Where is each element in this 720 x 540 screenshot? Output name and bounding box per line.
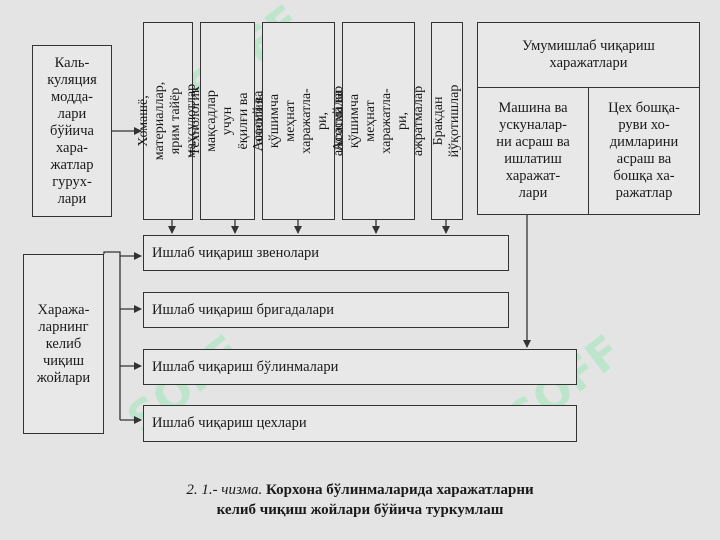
figure-number: 2. 1.- чизма. <box>186 482 263 498</box>
machinery-costs-label: Машина ва ускуналар- ни асраш ва ишлатиш… <box>496 100 570 201</box>
vertical-item-materials: Хомашё, материаллар, ярим тайёр маҳсулот… <box>136 22 199 220</box>
vertical-item-fuel-energy: Технологик мақсадлар учун ёқилғи ва энер… <box>188 22 267 220</box>
general-costs-header-label: Умумишлаб чиқариш харажатлари <box>522 38 655 71</box>
calculation-items-label: Каль- куляция моддa- лари бўйича хара- ж… <box>47 54 97 207</box>
management-costs-box: Цех бошқа- руви хо- димларини асраш ва б… <box>588 87 700 215</box>
level-workshops-box: Ишлаб чиқариш цехлари <box>143 405 577 442</box>
level-divisions-label: Ишлаб чиқариш бўлинмалари <box>152 358 339 375</box>
level-divisions-box: Ишлаб чиқариш бўлинмалари <box>143 349 577 385</box>
figure-caption: 2. 1.- чизма. Корхона бўлинмаларида хара… <box>0 480 720 500</box>
level-units-label: Ишлаб чиқариш звенолари <box>152 244 320 261</box>
general-costs-header: Умумишлаб чиқариш харажатлари <box>477 22 700 88</box>
vertical-item-label: Асосий ва қўшимча меҳнат харажатла- ри, … <box>330 85 426 157</box>
vertical-item-labor-1: Асосий ва қўшимча меҳнат харажатла- ри, … <box>251 22 346 220</box>
distribution-line <box>103 251 121 420</box>
level-brigades-box: Ишлаб чиқариш бригадалари <box>143 292 509 328</box>
level-brigades-label: Ишлаб чиқариш бригадалари <box>152 301 335 318</box>
vertical-item-defects: Бракдан йўқотишлар <box>431 22 463 220</box>
management-costs-label: Цех бошқа- руви хо- димларини асраш ва б… <box>608 100 680 201</box>
figure-title-line2: келиб чиқиш жойлари бўйича туркумлаш <box>216 502 504 518</box>
figure-caption-line2: келиб чиқиш жойлари бўйича туркумлаш <box>0 500 720 520</box>
vertical-item-label: Бракдан йўқотишлар <box>431 84 462 158</box>
cost-origin-label: Хаража- ларнинг келиб чиқиш жойлари <box>36 301 91 386</box>
cost-origin-box: Хаража- ларнинг келиб чиқиш жойлари <box>23 254 104 434</box>
figure-title-line1: Корхона бўлинмаларида харажатларни <box>266 482 534 498</box>
level-units-box: Ишлаб чиқариш звенолари <box>143 235 509 271</box>
calculation-items-box: Каль- куляция моддa- лари бўйича хара- ж… <box>32 45 112 217</box>
machinery-costs-box: Машина ва ускуналар- ни асраш ва ишлатиш… <box>477 87 589 215</box>
level-workshops-label: Ишлаб чиқариш цехлари <box>152 415 307 431</box>
vertical-item-labor-2: Асосий ва қўшимча меҳнат харажатла- ри, … <box>331 22 426 220</box>
